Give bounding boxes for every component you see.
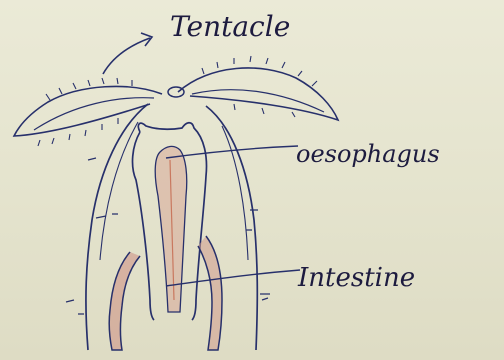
oesophagus-label: oesophagus: [296, 140, 440, 168]
tentacle-label: Tentacle: [170, 10, 290, 43]
intestine-label: Intestine: [297, 263, 415, 293]
mouth: [168, 87, 184, 97]
body-wall-inner-left: [100, 122, 138, 260]
right-tentacle: [178, 56, 338, 120]
oesophagus: [133, 123, 207, 320]
intestine-pointer-line: [166, 270, 300, 286]
tentacle-pointer-arrow: [103, 38, 150, 74]
